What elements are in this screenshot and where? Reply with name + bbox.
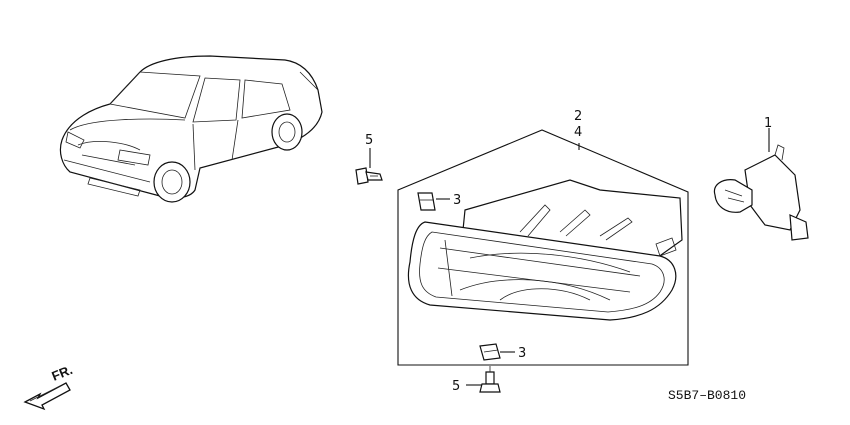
screw-bottom — [466, 366, 501, 393]
screw-top — [355, 148, 383, 185]
fog-light-bulb — [713, 128, 809, 241]
callout-screw-top: 5 — [365, 133, 373, 148]
callout-clip-bottom: 3 — [518, 346, 526, 361]
callout-bulb: 1 — [764, 116, 772, 131]
vehicle-illustration — [59, 55, 323, 203]
diagram-code: S5B7–B0810 — [668, 388, 746, 403]
callout-fog-light-a: 2 — [574, 109, 582, 124]
clip-top — [417, 192, 450, 211]
callout-screw-bottom: 5 — [452, 379, 460, 394]
front-direction-arrow-icon — [23, 382, 71, 411]
callout-clip-top: 3 — [453, 193, 461, 208]
assembly-boundary — [397, 129, 689, 366]
clip-bottom — [479, 343, 515, 361]
fog-light-assembly — [407, 179, 683, 321]
direction-label: FR. — [50, 362, 75, 384]
callout-fog-light-b: 4 — [574, 125, 582, 140]
